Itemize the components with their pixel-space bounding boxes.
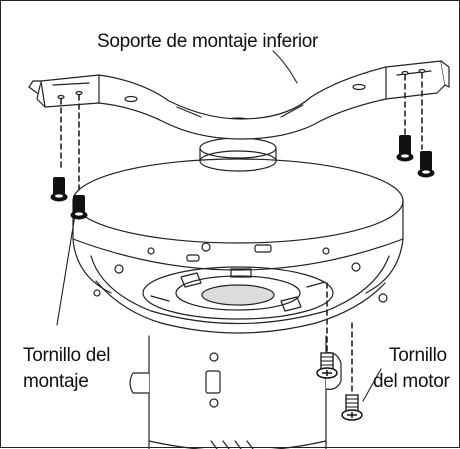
motor-screw-label-line2: del motor xyxy=(373,371,450,392)
screw-icon xyxy=(50,177,68,202)
screw-icon xyxy=(316,352,338,379)
leader-lines xyxy=(56,50,382,402)
screw-icon xyxy=(417,151,435,178)
bracket-label: Soporte de montaje inferior xyxy=(97,31,319,52)
screw-icon xyxy=(70,195,88,220)
mount-screw-label-line1: Tornillo del xyxy=(23,345,111,366)
motor-body xyxy=(72,158,404,334)
mounting-bracket xyxy=(28,60,450,140)
motor-screw-label-line1: Tornillo xyxy=(389,345,447,366)
screw-icon xyxy=(341,394,363,421)
screw-icon xyxy=(396,135,414,162)
mount-screw-label-line2: montaje xyxy=(23,371,89,392)
alignment-lines xyxy=(60,72,423,394)
